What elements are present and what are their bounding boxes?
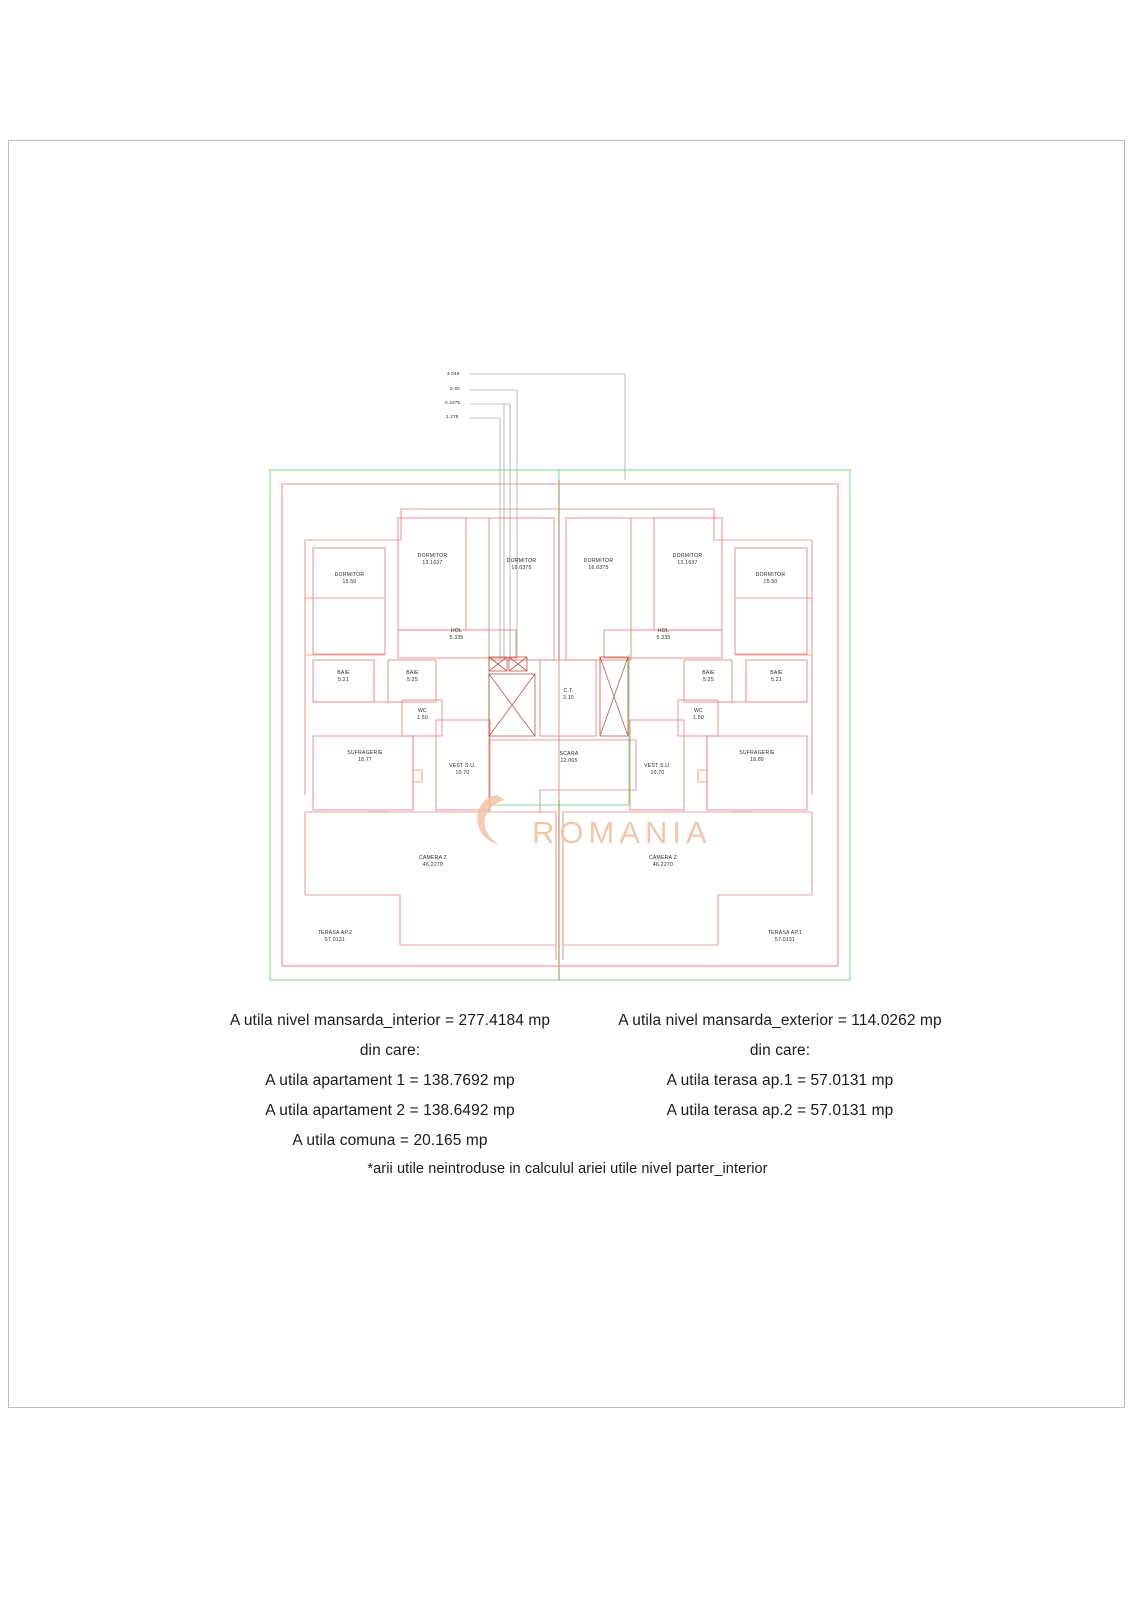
- room-label: C.T. 3.10: [541, 688, 596, 703]
- room-area: 18.77: [358, 757, 372, 764]
- room-label: SUFRAGERIE 18.89: [727, 750, 787, 765]
- legend-line: din care:: [359, 1042, 421, 1059]
- legend-line: A utila apartament 1 = 138.7692 mp: [265, 1072, 515, 1089]
- room-area: 13.1637: [422, 560, 443, 567]
- legend-column-interior: A utila nivel mansarda_interior = 277.41…: [110, 1006, 670, 1156]
- room-label: CAMERA Z 46.2270: [403, 855, 463, 870]
- room-label: DORMITOR 13.1637: [405, 553, 460, 568]
- room-area: 16.6375: [511, 565, 532, 572]
- room-label: WC 1.50: [395, 708, 450, 723]
- room-name: C.T.: [563, 688, 574, 694]
- room-label: DORMITOR 13.1637: [660, 553, 715, 568]
- room-label: DORMITOR 15.50: [322, 572, 377, 587]
- dimension-label-3: 0.4375: [445, 400, 461, 405]
- legend-line: din care:: [749, 1042, 811, 1059]
- room-area: 46.2270: [422, 862, 444, 869]
- room-area: 57.0131: [774, 937, 796, 944]
- room-name: BAIE: [406, 670, 419, 676]
- room-name: BAIE: [770, 670, 783, 676]
- room-name: HOL: [450, 628, 463, 634]
- watermark-text: ROMANIA: [532, 815, 712, 850]
- legend-line: A utila nivel mansarda_exterior = 114.02…: [618, 1012, 942, 1029]
- room-name: DORMITOR: [583, 558, 614, 564]
- room-label: TERASA AP.2 57.0131: [304, 930, 366, 945]
- room-name: DORMITOR: [672, 553, 703, 559]
- room-area: 5.25: [407, 677, 418, 684]
- drawing-sheet: [8, 140, 1125, 1408]
- room-area: 5.25: [703, 677, 714, 684]
- legend-footnote: *arii utile neintroduse in calculul arie…: [367, 1161, 768, 1177]
- room-name: TERASA AP.2: [317, 930, 353, 936]
- room-name: BAIE: [337, 670, 350, 676]
- room-name: DORMITOR: [417, 553, 448, 559]
- room-name: WC: [418, 708, 427, 714]
- room-label: HOL 5.335: [636, 628, 691, 643]
- room-label: BAIE 5.21: [316, 670, 371, 685]
- room-label: BAIE 5.25: [385, 670, 440, 685]
- dimension-label-1: 3.045: [447, 371, 460, 376]
- room-name: BAIE: [702, 670, 715, 676]
- room-name: SCARA: [559, 751, 579, 757]
- legend-line: A utila apartament 2 = 138.6492 mp: [265, 1102, 515, 1119]
- room-label: VEST S.U. 10.70: [630, 763, 685, 778]
- room-area: 13.1637: [677, 560, 698, 567]
- dimension-label-4: 1.275: [446, 414, 459, 419]
- legend-line: A utila comuna = 20.165 mp: [292, 1132, 488, 1149]
- legend-line: A utila terasa ap.2 = 57.0131 mp: [666, 1102, 894, 1119]
- room-area: 18.89: [750, 757, 764, 764]
- room-name: TERASA AP.1: [767, 930, 803, 936]
- room-name: DORMITOR: [506, 558, 537, 564]
- room-label: DORMITOR 16.6375: [494, 558, 549, 573]
- room-area: 5.335: [449, 635, 464, 642]
- room-label: TERASA AP.1 57.0131: [754, 930, 816, 945]
- room-name: DORMITOR: [334, 572, 365, 578]
- legend-column-exterior: A utila nivel mansarda_exterior = 114.02…: [520, 1006, 1040, 1126]
- room-name: CAMERA Z: [648, 855, 678, 861]
- room-label: DORMITOR 16.6375: [571, 558, 626, 573]
- room-name: CAMERA Z: [418, 855, 448, 861]
- room-area: 5.21: [338, 677, 349, 684]
- room-label: SUFRAGERIE 18.77: [335, 750, 395, 765]
- room-label: SCARA 12.065: [534, 751, 604, 766]
- room-label: DORMITOR 15.50: [743, 572, 798, 587]
- room-label: BAIE 5.21: [749, 670, 804, 685]
- room-area: 15.50: [342, 579, 357, 586]
- dimension-label-2: 0.40: [450, 386, 460, 391]
- room-area: 46.2270: [652, 862, 674, 869]
- room-label: CAMERA Z 46.2270: [633, 855, 693, 870]
- room-label: BAIE 5.25: [681, 670, 736, 685]
- room-area: 1.50: [417, 715, 428, 722]
- room-label: VEST S.U. 10.70: [435, 763, 490, 778]
- room-name: VEST S.U.: [644, 763, 671, 769]
- room-label: WC 1.50: [671, 708, 726, 723]
- room-area: 16.6375: [588, 565, 609, 572]
- room-name: SUFRAGERIE: [347, 750, 383, 756]
- room-name: HOL: [657, 628, 670, 634]
- room-area: 12.065: [560, 758, 578, 765]
- room-area: 5.335: [656, 635, 671, 642]
- legend-line: A utila nivel mansarda_interior = 277.41…: [229, 1012, 551, 1029]
- room-area: 10.70: [650, 770, 665, 777]
- room-area: 15.50: [763, 579, 778, 586]
- room-label: HOL 5.335: [429, 628, 484, 643]
- room-area: 1.50: [693, 715, 704, 722]
- legend-line: A utila terasa ap.1 = 57.0131 mp: [666, 1072, 894, 1089]
- room-area: 3.10: [563, 695, 574, 702]
- room-area: 5.21: [771, 677, 782, 684]
- room-area: 10.70: [455, 770, 470, 777]
- room-name: WC: [694, 708, 703, 714]
- room-area: 57.0131: [324, 937, 346, 944]
- room-name: DORMITOR: [755, 572, 786, 578]
- room-name: VEST S.U.: [449, 763, 476, 769]
- room-name: SUFRAGERIE: [739, 750, 775, 756]
